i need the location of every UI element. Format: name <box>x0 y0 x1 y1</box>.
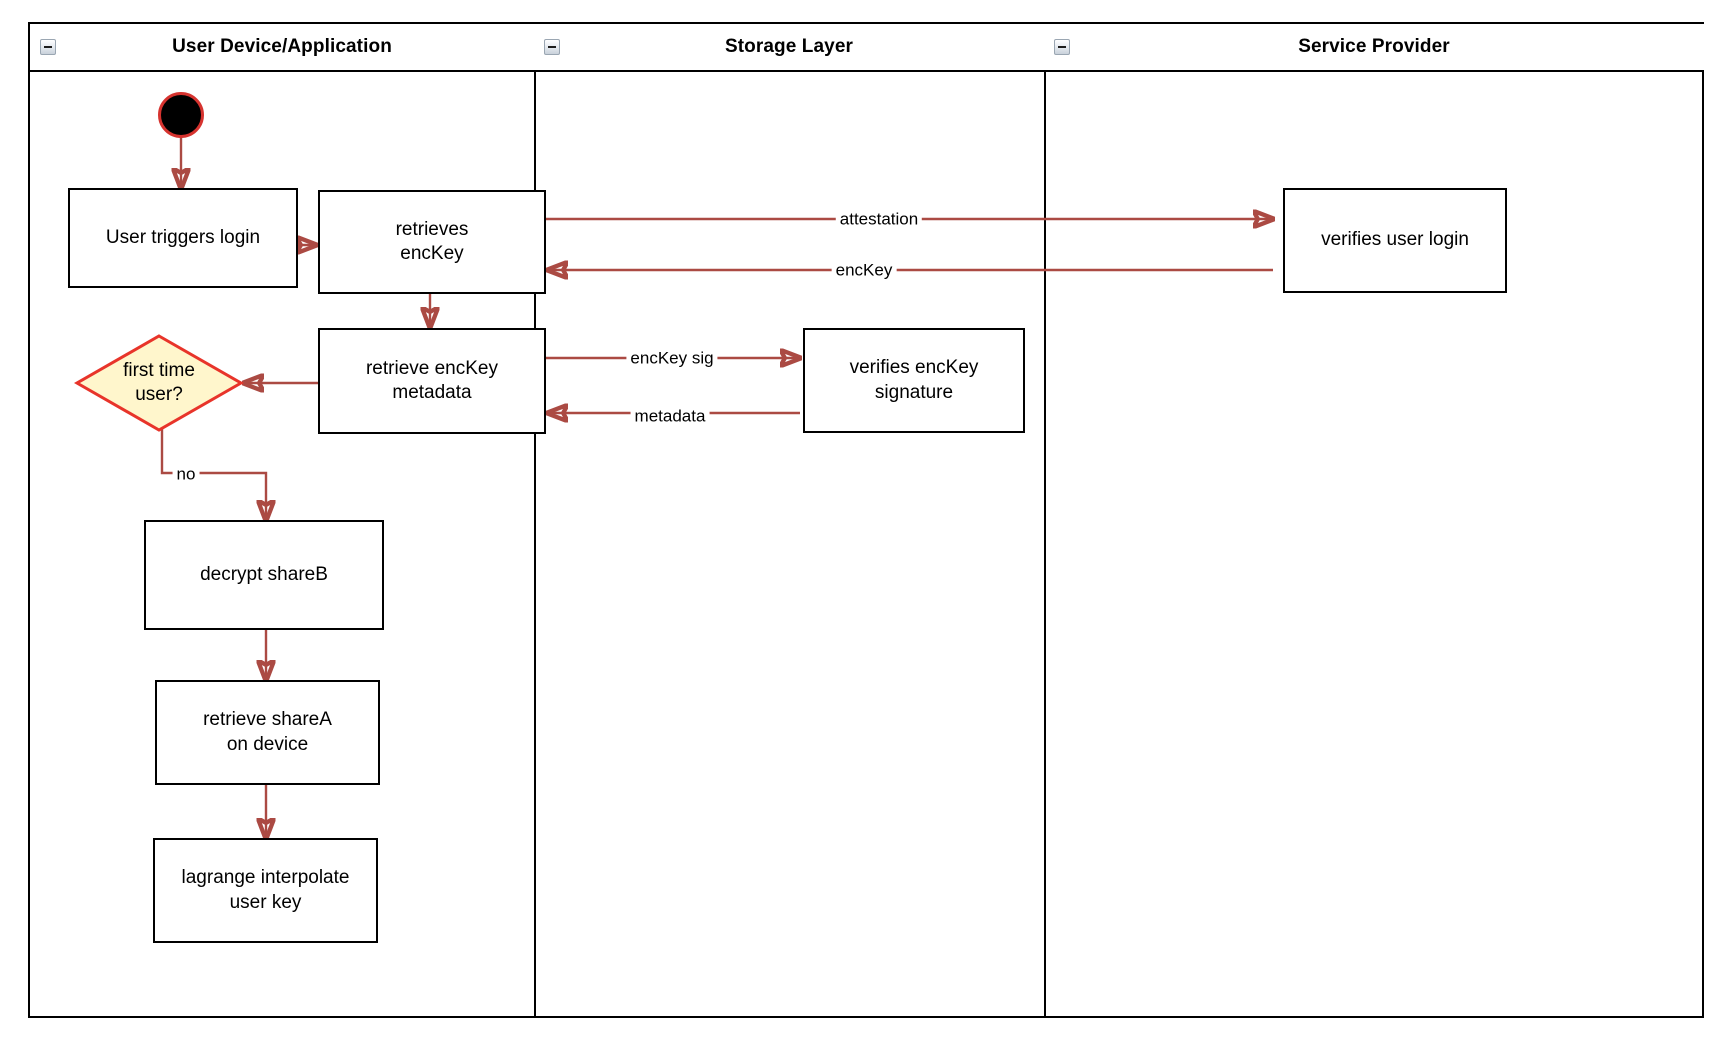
node-label-verifies-user-login: verifies user login <box>1321 229 1469 251</box>
lane-header-storage-layer: Storage Layer <box>534 24 1044 72</box>
lane-title-service-provider: Service Provider <box>1298 36 1450 57</box>
edge-label-enckey-sig: encKey sig <box>626 348 718 368</box>
node-label-verifies-enckey-signature: verifies encKey signature <box>849 357 979 403</box>
node-label-retrieves-enckey: retrieves encKey <box>395 218 469 264</box>
minus-box-icon-user-device[interactable] <box>40 39 56 55</box>
node-verifies-enckey-signature[interactable]: verifies encKey signature <box>803 328 1025 433</box>
node-lagrange-interpolate-user-key[interactable]: lagrange interpolate user key <box>153 838 378 943</box>
minus-box-icon-service-provider[interactable] <box>1054 39 1070 55</box>
node-retrieve-enckey-metadata[interactable]: retrieve encKey metadata <box>318 328 546 434</box>
lane-title-storage-layer: Storage Layer <box>724 36 854 57</box>
node-first-time-user[interactable]: first time user? <box>74 333 244 433</box>
minus-box-icon-storage-layer[interactable] <box>544 39 560 55</box>
node-label-user-triggers-login: User triggers login <box>105 226 261 248</box>
decision-shape <box>74 334 244 432</box>
edge-label-attestation: attestation <box>835 209 923 229</box>
edge-label-metadata: metadata <box>630 406 710 426</box>
lane-title-user-device: User Device/Application <box>172 36 392 57</box>
start-node[interactable] <box>158 92 204 138</box>
node-label-retrieve-enckey-metadata: retrieve encKey metadata <box>365 357 498 403</box>
node-decrypt-shareb[interactable]: decrypt shareB <box>144 520 384 630</box>
edge-label-enckey: encKey <box>831 260 897 280</box>
lane-divider-1 <box>534 24 536 1016</box>
node-user-triggers-login[interactable]: User triggers login <box>68 188 298 288</box>
node-retrieve-sharea-on-device[interactable]: retrieve shareA on device <box>155 680 380 785</box>
node-label-retrieve-sharea-on-device: retrieve shareA on device <box>203 709 332 755</box>
node-verifies-user-login[interactable]: verifies user login <box>1283 188 1507 293</box>
lane-header-user-device: User Device/Application <box>30 24 534 72</box>
node-label-decrypt-shareb: decrypt shareB <box>200 563 328 585</box>
lane-header-service-provider: Service Provider <box>1044 24 1704 72</box>
lane-divider-2 <box>1044 24 1046 1016</box>
node-label-lagrange-interpolate-user-key: lagrange interpolate user key <box>181 867 350 913</box>
node-retrieves-enckey[interactable]: retrieves encKey <box>318 190 546 294</box>
edge-label-no: no <box>172 464 200 484</box>
